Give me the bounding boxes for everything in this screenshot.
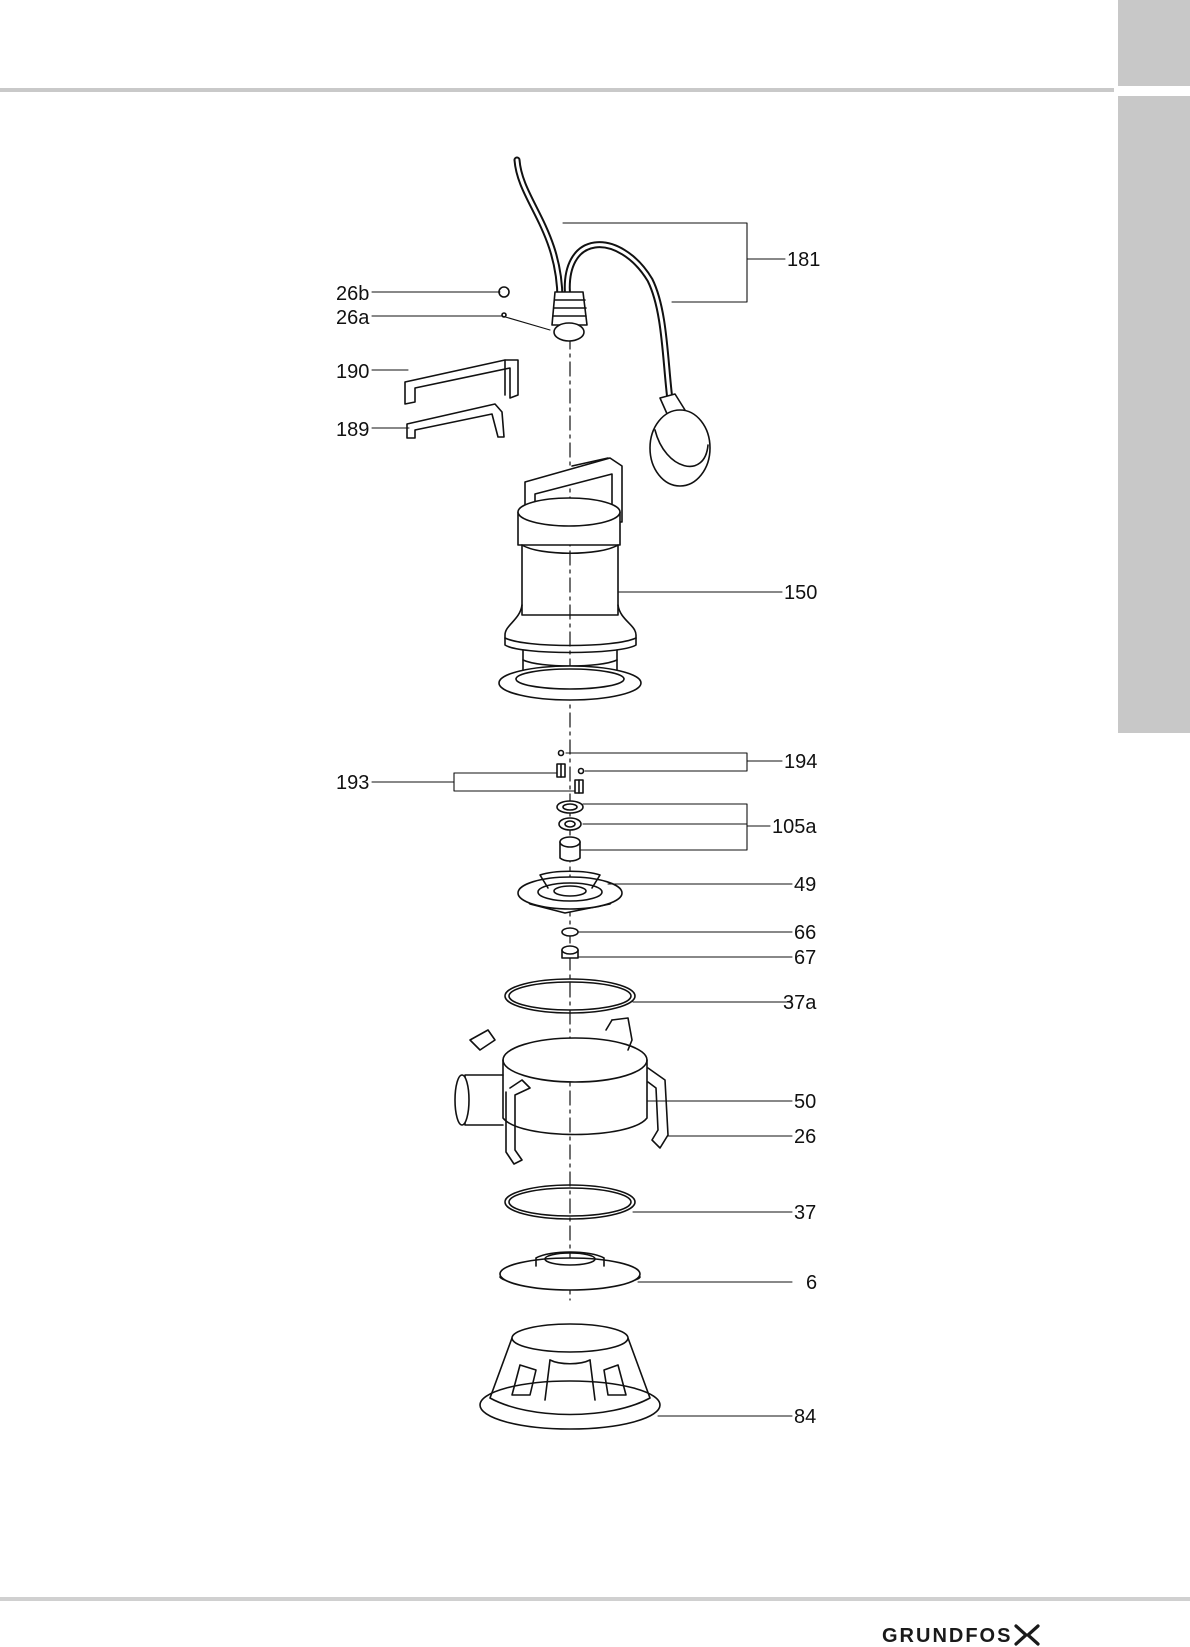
label-49: 49 <box>794 874 816 896</box>
part-6-plate <box>499 1251 641 1291</box>
side-tab-section <box>1118 96 1190 733</box>
label-26b: 26b <box>336 283 369 305</box>
label-190: 190 <box>336 361 369 383</box>
part-50-pump-housing <box>454 1037 648 1136</box>
part-194-screws <box>557 749 585 775</box>
part-37-o-ring <box>504 1184 636 1220</box>
label-26: 26 <box>794 1126 816 1148</box>
side-tab-top <box>1118 0 1190 86</box>
label-181: 181 <box>787 249 820 271</box>
exploded-view-diagram: 181 26b 26a 190 189 150 194 193 105a 49 … <box>336 156 820 1430</box>
label-193: 193 <box>336 772 369 794</box>
label-189: 189 <box>336 419 369 441</box>
label-105a: 105a <box>772 816 817 838</box>
part-26-clamps <box>469 1017 669 1165</box>
label-66: 66 <box>794 922 816 944</box>
header-rule <box>0 88 1114 92</box>
footer-rule <box>0 1597 1190 1601</box>
label-37: 37 <box>794 1202 816 1224</box>
label-67: 67 <box>794 947 816 969</box>
part-105a-shaft-seal <box>556 800 584 862</box>
label-6: 6 <box>806 1272 817 1294</box>
label-84: 84 <box>794 1406 816 1428</box>
label-194: 194 <box>784 751 817 773</box>
part-37a-o-ring <box>504 978 636 1014</box>
part-150-pump-body <box>498 457 642 701</box>
part-181-cable-float <box>513 156 711 487</box>
part-84-stand <box>479 1323 661 1430</box>
part-190-bracket <box>404 359 519 405</box>
part-66-washer <box>561 927 579 937</box>
grundfos-x-icon <box>1014 1624 1041 1646</box>
part-189-bracket <box>406 403 505 439</box>
label-50: 50 <box>794 1091 816 1113</box>
brand-name: GRUNDFOS <box>882 1625 1013 1647</box>
part-67-nut <box>561 945 579 959</box>
label-37a: 37a <box>783 992 817 1014</box>
brand-logo: GRUNDFOS <box>882 1620 1041 1647</box>
leader-lines <box>371 222 793 1417</box>
label-150: 150 <box>784 582 817 604</box>
part-49-impeller <box>517 870 623 914</box>
label-26a: 26a <box>336 307 370 329</box>
